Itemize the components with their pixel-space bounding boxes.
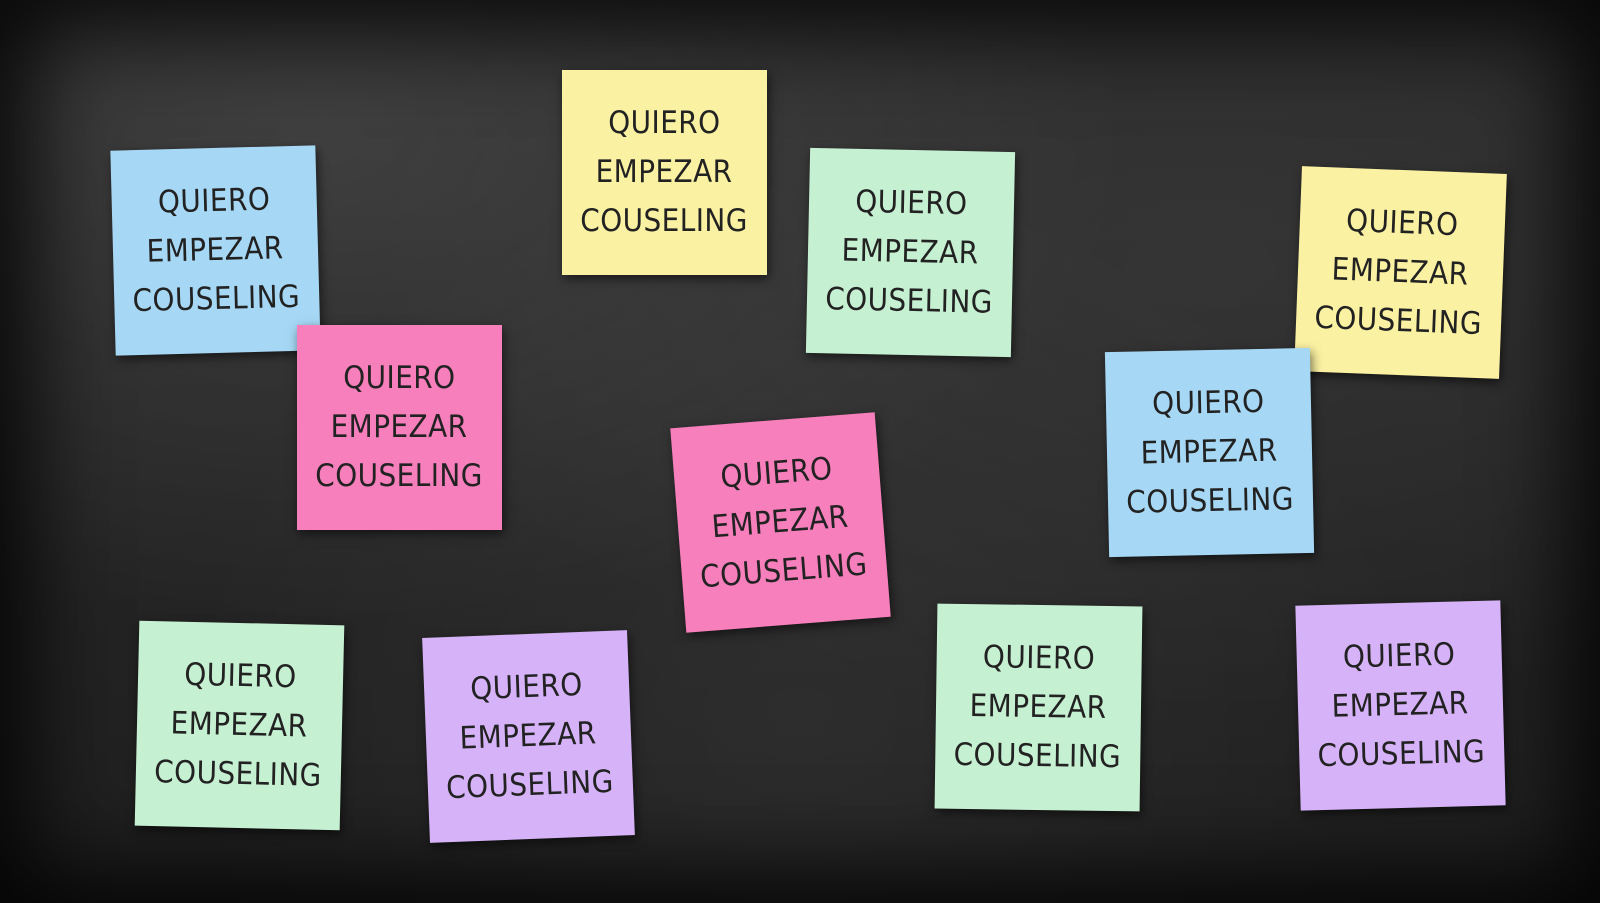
sticky-note-green-bottom-center: QUIERO EMPEZAR COUSELING [934,603,1143,812]
note-line: EMPEZAR [1140,432,1279,472]
note-line: QUIERO [608,105,721,141]
note-line: QUIERO [1342,636,1456,676]
sticky-note-yellow-top-center: QUIERO EMPEZAR COUSELING [562,70,767,275]
note-line: COUSELING [154,754,323,794]
note-line: QUIERO [855,183,969,223]
note-line: EMPEZAR [459,715,598,757]
note-line: QUIERO [343,360,456,396]
note-line: EMPEZAR [596,154,733,190]
note-line: QUIERO [1151,383,1265,423]
sticky-note-pink-center: QUIERO EMPEZAR COUSELING [670,412,891,633]
note-line: COUSELING [1314,299,1484,343]
note-line: QUIERO [1345,202,1460,244]
note-line: EMPEZAR [331,409,468,445]
note-line: EMPEZAR [1331,251,1470,293]
note-line: QUIERO [184,656,298,696]
note-line: QUIERO [719,450,834,496]
sticky-note-purple-bottom-left: QUIERO EMPEZAR COUSELING [422,630,635,843]
note-line: QUIERO [982,639,1096,677]
note-line: EMPEZAR [146,230,285,270]
sticky-note-blue-top-left: QUIERO EMPEZAR COUSELING [110,145,321,356]
note-line: QUIERO [469,666,584,708]
note-line: COUSELING [132,278,301,320]
sticky-note-blue-right: QUIERO EMPEZAR COUSELING [1104,347,1315,558]
note-line: COUSELING [315,458,484,494]
note-line: COUSELING [580,203,749,239]
note-line: COUSELING [825,281,994,321]
note-line: COUSELING [953,736,1122,776]
sticky-note-green-top-center-right: QUIERO EMPEZAR COUSELING [805,147,1016,358]
sticky-note-yellow-top-right: QUIERO EMPEZAR COUSELING [1294,166,1507,379]
sticky-note-green-bottom-left: QUIERO EMPEZAR COUSELING [134,620,345,831]
note-line: COUSELING [1126,481,1295,521]
note-line: QUIERO [157,181,271,221]
note-line: EMPEZAR [170,705,309,745]
sticky-note-purple-bottom-right: QUIERO EMPEZAR COUSELING [1295,600,1506,811]
note-line: EMPEZAR [1331,685,1470,725]
note-line: COUSELING [1317,733,1486,775]
note-line: EMPEZAR [969,688,1108,726]
sticky-note-pink-left: QUIERO EMPEZAR COUSELING [297,325,502,530]
note-line: COUSELING [445,763,615,807]
note-line: EMPEZAR [841,232,980,272]
